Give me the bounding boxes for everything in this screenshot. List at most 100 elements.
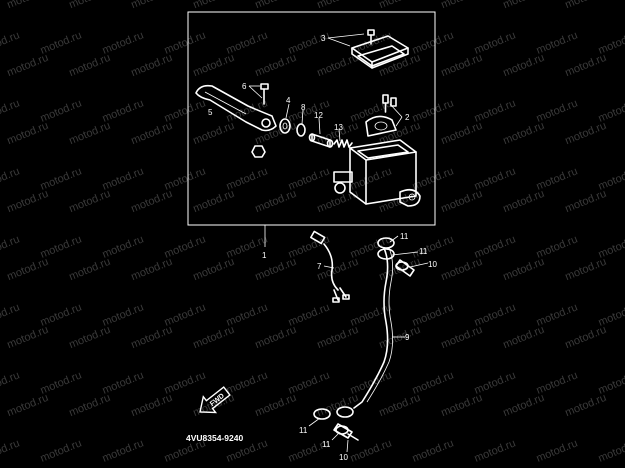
watermark-text: motod.ru (5, 392, 50, 419)
watermark-text: motod.ru (5, 256, 50, 283)
watermark-text: motod.ru (67, 392, 112, 419)
callout-9: 9 (405, 333, 410, 342)
callout-11-top-a: 11 (400, 232, 409, 241)
watermark-text: motod.ru (501, 392, 546, 419)
callout-3: 3 (321, 34, 326, 43)
watermark-text: motod.ru (597, 437, 625, 464)
watermark-text: motod.ru (473, 437, 518, 464)
watermark-text: motod.ru (563, 324, 608, 351)
bottom-banjo-fitting (313, 406, 359, 441)
watermark-text: motod.ru (67, 52, 112, 79)
callout-labels: 1 2 3 4 5 6 7 8 9 10 10 11 11 11 11 12 1… (208, 34, 437, 462)
watermark-text: motod.ru (0, 437, 21, 464)
watermark-text: motod.ru (5, 120, 50, 147)
watermark-text: motod.ru (253, 188, 298, 215)
watermark-text: motod.ru (0, 29, 21, 56)
watermark-text: motod.ru (0, 233, 21, 260)
watermark-text: motod.ru (67, 0, 112, 11)
piston-kit (308, 133, 334, 148)
watermark-text: motod.ru (563, 256, 608, 283)
watermark-text: motod.ru (349, 437, 394, 464)
watermark-text: motod.ru (439, 0, 484, 11)
watermark-text: motod.ru (439, 52, 484, 79)
callout-4: 4 (286, 96, 291, 105)
watermark-text: motod.ru (129, 52, 174, 79)
callout-11-top-b: 11 (419, 247, 428, 256)
brake-switch-cable (310, 230, 350, 303)
callout-6: 6 (242, 82, 247, 91)
watermark-text: motod.ru (67, 324, 112, 351)
watermark-text: motod.ru (439, 392, 484, 419)
watermark-text: motod.ru (129, 324, 174, 351)
watermark-text: motod.ru (563, 0, 608, 11)
watermark-text: motod.ru (191, 0, 236, 11)
brake-hose (353, 247, 393, 409)
master-cylinder-body (333, 139, 421, 207)
callout-1: 1 (262, 251, 267, 260)
leader-lines (248, 33, 429, 453)
watermark-text: motod.ru (0, 301, 21, 328)
watermark-text: motod.ru (129, 0, 174, 11)
watermark-text: motod.ru (535, 437, 580, 464)
lever-nut (251, 145, 266, 158)
watermark-text: motod.ru (191, 324, 236, 351)
watermark-text: motod.ru (501, 120, 546, 147)
diagram-code: 4VU8354-9240 (186, 433, 243, 443)
watermark-text: motod.ru (501, 324, 546, 351)
callout-8: 8 (301, 103, 306, 112)
top-banjo-fitting (377, 237, 415, 277)
watermark-text: motod.ru (191, 52, 236, 79)
watermark-text: motod.ru (129, 120, 174, 147)
watermark-text: motod.ru (129, 256, 174, 283)
forward-arrow-shape (199, 386, 231, 414)
boot-seal (279, 118, 291, 134)
watermark-text: motod.ru (439, 324, 484, 351)
watermark-text: motod.ru (563, 52, 608, 79)
watermark-text: motod.ru (377, 392, 422, 419)
watermark-text: motod.ru (129, 392, 174, 419)
watermark-text: motod.ru (501, 256, 546, 283)
watermark-text: motod.ru (253, 392, 298, 419)
watermark-text: motod.ru (315, 324, 360, 351)
watermark-text: motod.ru (377, 0, 422, 11)
callout-10-bottom: 10 (339, 453, 348, 462)
callout-11-bottom-a: 11 (299, 426, 308, 435)
watermark-text: motod.ru (315, 256, 360, 283)
watermark-text: motod.ru (377, 324, 422, 351)
watermark-text: motod.ru (67, 120, 112, 147)
callout-7: 7 (317, 262, 322, 271)
watermark-text: motod.ru (5, 0, 50, 11)
watermark-text: motod.ru (5, 324, 50, 351)
watermark-text: motod.ru (411, 437, 456, 464)
watermark-text: motod.ru (439, 256, 484, 283)
watermark-text: motod.ru (439, 188, 484, 215)
watermark-text: motod.ru (67, 188, 112, 215)
callout-5: 5 (208, 108, 213, 117)
watermark-text: motod.ru (315, 0, 360, 11)
watermark-text: motod.ru (501, 188, 546, 215)
reservoir-cap (351, 29, 409, 69)
watermark-text: motod.ru (5, 188, 50, 215)
watermark-text: motod.ru (253, 52, 298, 79)
watermark-text: motod.ru (67, 256, 112, 283)
watermark-text: motod.ru (501, 52, 546, 79)
watermark-text: motod.ru (0, 97, 21, 124)
clamp-bolts (382, 94, 397, 113)
watermark-text: motod.ru (563, 392, 608, 419)
watermark-text: motod.ru (439, 120, 484, 147)
watermark-text: motod.ru (563, 188, 608, 215)
watermark-text: motod.ru (253, 324, 298, 351)
watermark-text: motod.ru (253, 256, 298, 283)
return-spring (333, 139, 353, 148)
assembly-frame (187, 11, 436, 226)
watermark-text: motod.ru (191, 256, 236, 283)
brake-lever (195, 84, 277, 132)
callout-13: 13 (334, 123, 343, 132)
watermark-text: motod.ru (5, 52, 50, 79)
callout-10-top: 10 (428, 260, 437, 269)
watermark-text: motod.ru (0, 369, 21, 396)
watermark-text: motod.ru (129, 188, 174, 215)
watermark-text: motod.ru (39, 437, 84, 464)
